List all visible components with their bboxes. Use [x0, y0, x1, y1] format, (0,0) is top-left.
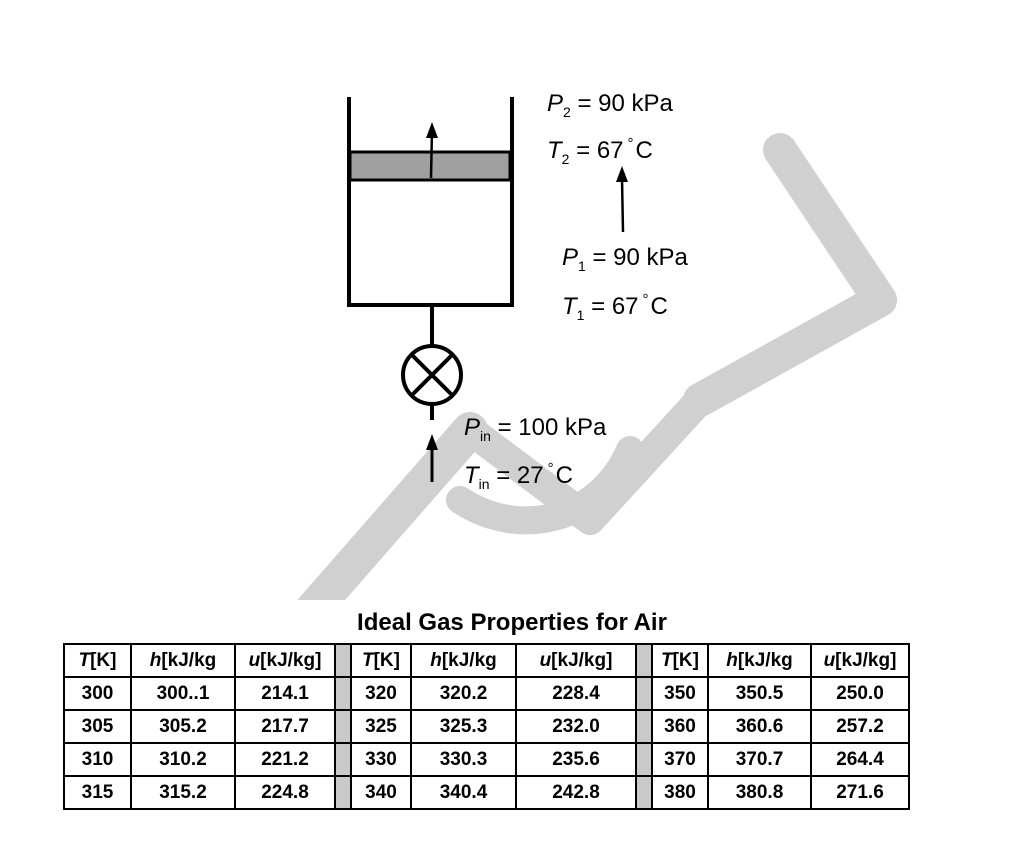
state1-pressure: P1 = 90 kPa: [562, 244, 688, 274]
table-title: Ideal Gas Properties for Air: [357, 609, 667, 636]
cell-u: 242.8: [515, 775, 637, 810]
table-row: 305 305.2 217.7 325 325.3 232.0 360 360.…: [63, 709, 910, 744]
cell-h: 370.7: [707, 742, 812, 777]
header-T: T[K]: [350, 643, 412, 678]
header-h: h[kJ/kg: [410, 643, 517, 678]
cell-u: 221.2: [234, 742, 336, 777]
column-gap: [635, 709, 653, 744]
cell-T: 350: [651, 676, 709, 711]
cell-u: 250.0: [810, 676, 910, 711]
column-gap: [334, 742, 352, 777]
cell-h: 350.5: [707, 676, 812, 711]
cell-h: 360.6: [707, 709, 812, 744]
column-gap: [334, 676, 352, 711]
ideal-gas-properties-table: T[K] h[kJ/kg u[kJ/kg] T[K] h[kJ/kg u[kJ/…: [63, 643, 910, 810]
cell-h: 380.8: [707, 775, 812, 810]
cell-h: 340.4: [410, 775, 517, 810]
column-gap: [635, 676, 653, 711]
cell-h: 310.2: [130, 742, 236, 777]
cell-u: 228.4: [515, 676, 637, 711]
cell-u: 257.2: [810, 709, 910, 744]
header-h: h[kJ/kg: [130, 643, 236, 678]
cell-T: 310: [63, 742, 132, 777]
column-gap: [334, 709, 352, 744]
cell-h: 330.3: [410, 742, 517, 777]
process-arrow: [616, 166, 628, 233]
inlet-temperature: Tin = 27°C: [464, 460, 573, 492]
piston-up-arrow: [426, 122, 438, 179]
column-gap: [635, 775, 653, 810]
cell-T: 370: [651, 742, 709, 777]
cell-T: 330: [350, 742, 412, 777]
cell-T: 320: [350, 676, 412, 711]
cell-T: 325: [350, 709, 412, 744]
cylinder: [347, 97, 514, 307]
header-u: u[kJ/kg]: [515, 643, 637, 678]
watermark-stroke: [683, 283, 897, 417]
cell-T: 340: [350, 775, 412, 810]
column-gap: [334, 643, 352, 678]
state1-temperature: T1 = 67°C: [562, 291, 668, 323]
cell-T: 305: [63, 709, 132, 744]
table-row: 310 310.2 221.2 330 330.3 235.6 370 370.…: [63, 742, 910, 777]
cell-u: 214.1: [234, 676, 336, 711]
state2-pressure: P2 = 90 kPa: [547, 90, 673, 120]
watermark: [297, 133, 897, 600]
cell-u: 224.8: [234, 775, 336, 810]
cell-h: 325.3: [410, 709, 517, 744]
cell-T: 380: [651, 775, 709, 810]
valve-icon: [401, 344, 463, 406]
piston-cylinder-diagram: [297, 97, 897, 600]
header-h: h[kJ/kg: [707, 643, 812, 678]
state2-temperature: T2 = 67°C: [547, 135, 653, 167]
header-u: u[kJ/kg]: [810, 643, 910, 678]
watermark-stroke: [297, 412, 488, 600]
cell-u: 217.7: [234, 709, 336, 744]
cell-u: 232.0: [515, 709, 637, 744]
header-u: u[kJ/kg]: [234, 643, 336, 678]
table-row: 315 315.2 224.8 340 340.4 242.8 380 380.…: [63, 775, 910, 810]
column-gap: [334, 775, 352, 810]
column-gap: [635, 742, 653, 777]
column-gap: [635, 643, 653, 678]
cell-h: 305.2: [130, 709, 236, 744]
header-T: T[K]: [63, 643, 132, 678]
cell-u: 264.4: [810, 742, 910, 777]
cell-T: 300: [63, 676, 132, 711]
cell-u: 235.6: [515, 742, 637, 777]
cell-T: 360: [651, 709, 709, 744]
table-header-row: T[K] h[kJ/kg u[kJ/kg] T[K] h[kJ/kg u[kJ/…: [63, 643, 910, 678]
inlet-flow-arrow: [426, 434, 438, 482]
header-T: T[K]: [651, 643, 709, 678]
watermark-stroke: [763, 133, 897, 317]
cell-h: 315.2: [130, 775, 236, 810]
cell-h: 300..1: [130, 676, 236, 711]
cell-u: 271.6: [810, 775, 910, 810]
watermark-stroke: [446, 436, 644, 535]
cell-h: 320.2: [410, 676, 517, 711]
inlet-pressure: Pin = 100 kPa: [464, 414, 607, 444]
cell-T: 315: [63, 775, 132, 810]
table-row: 300 300..1 214.1 320 320.2 228.4 350 350…: [63, 676, 910, 711]
